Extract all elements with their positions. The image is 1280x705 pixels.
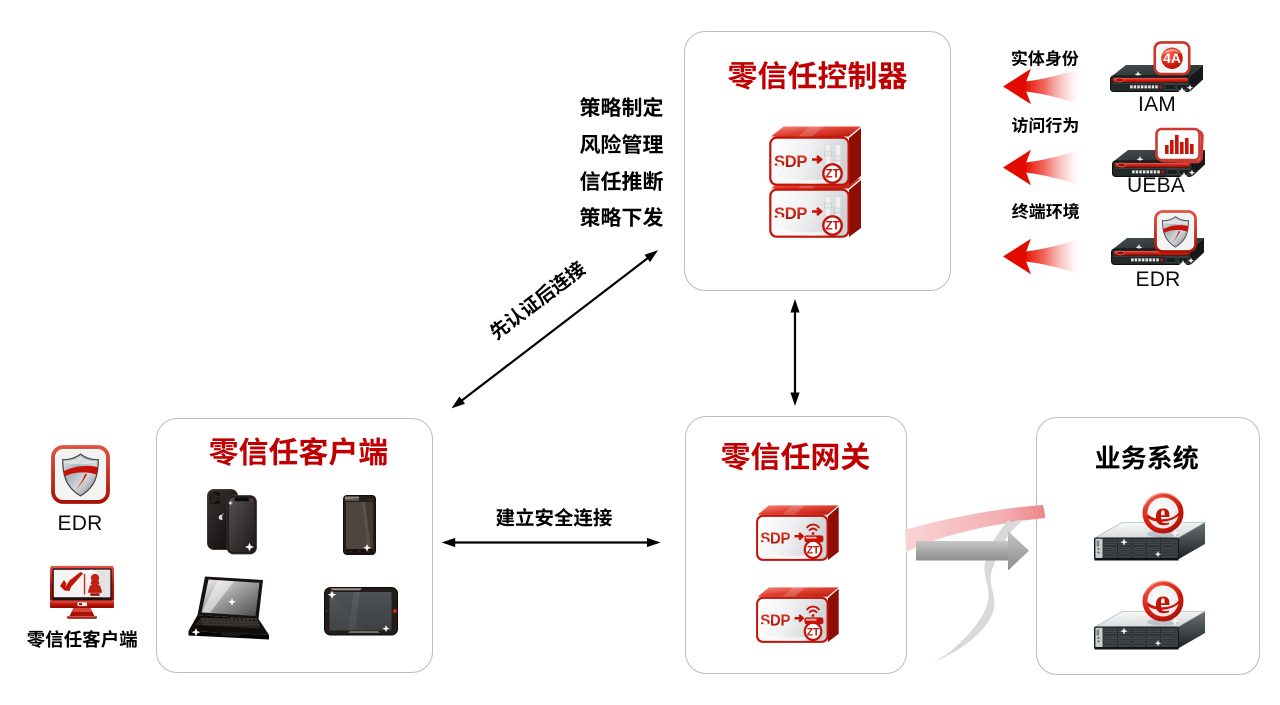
svg-text:e: e [1155,494,1171,533]
svg-text:ZT: ZT [825,221,839,233]
svg-text:ZT: ZT [807,626,820,638]
svg-text:e: e [1155,582,1171,621]
svg-text:4A: 4A [1163,50,1181,66]
svg-text:ZT: ZT [807,544,820,556]
svg-text:ZT: ZT [825,169,839,181]
